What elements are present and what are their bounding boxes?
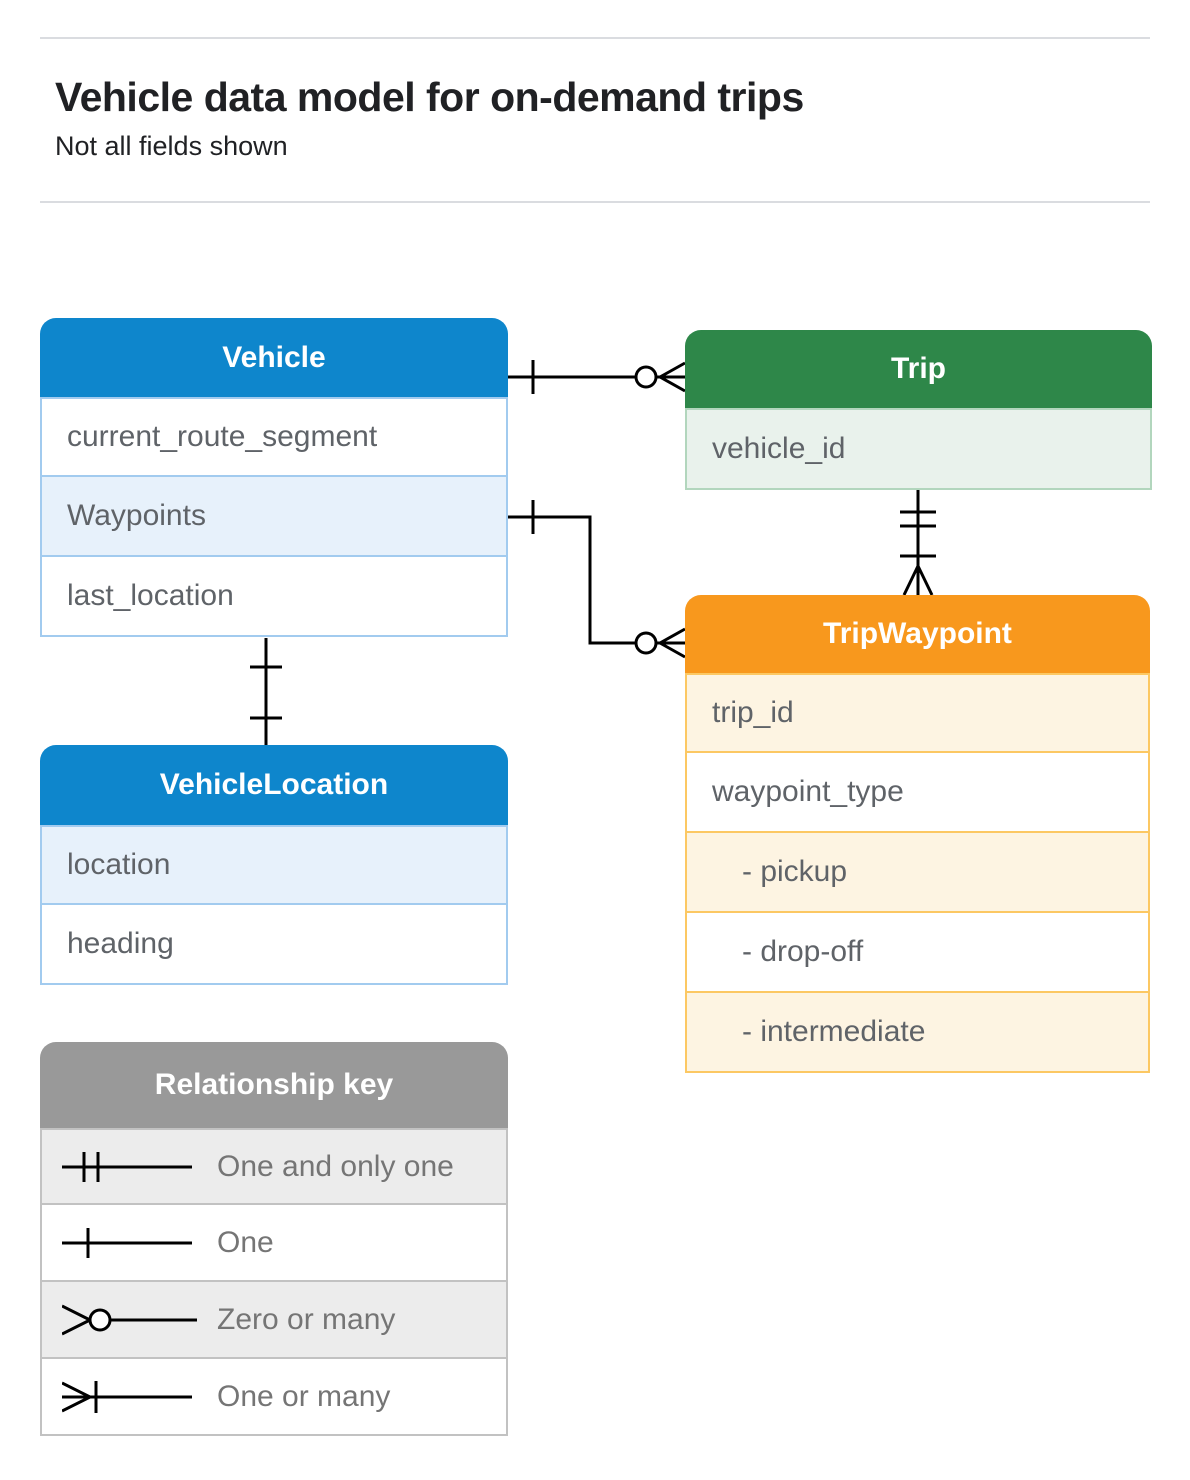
field-heading: heading (40, 905, 508, 985)
one-icon (62, 1227, 192, 1258)
field-location: location (40, 825, 508, 905)
zero-circle-icon (634, 365, 658, 389)
page-title: Vehicle data model for on-demand trips (55, 74, 804, 120)
entity-vehiclelocation: VehicleLocation location heading (40, 745, 508, 985)
relationship-key: Relationship key One and only one One Ze (40, 1042, 508, 1436)
entity-vehicle: Vehicle current_route_segment Waypoints … (40, 318, 508, 637)
zero-circle-icon (634, 631, 658, 655)
entity-trip: Trip vehicle_id (685, 330, 1152, 490)
legend-row-one-and-only-one: One and only one (40, 1128, 508, 1205)
entity-vehicle-title: Vehicle (40, 318, 508, 397)
crows-foot-icon (659, 627, 686, 659)
connector-trip-tripwaypoint (900, 490, 936, 596)
field-last-location: last_location (40, 557, 508, 637)
field-intermediate: - intermediate (685, 993, 1150, 1073)
entity-tripwaypoint: TripWaypoint trip_id waypoint_type - pic… (685, 595, 1150, 1073)
zero-or-many-icon (62, 1304, 197, 1335)
field-trip-id: trip_id (685, 673, 1150, 753)
entity-tripwaypoint-title: TripWaypoint (685, 595, 1150, 673)
field-waypoints: Waypoints (40, 477, 508, 557)
legend-label: One or many (217, 1379, 391, 1413)
legend-label: One and only one (217, 1149, 454, 1183)
legend-label: One (217, 1225, 274, 1259)
legend-row-one: One (40, 1205, 508, 1282)
connector-waypoints-tripwaypoint (508, 500, 686, 659)
field-vehicle-id: vehicle_id (685, 408, 1152, 490)
one-or-many-icon (62, 1380, 192, 1413)
entity-trip-title: Trip (685, 330, 1152, 408)
connector-vehicle-vehiclelocation (250, 638, 282, 745)
header-divider (40, 201, 1150, 203)
relationship-key-title: Relationship key (40, 1042, 508, 1128)
field-current-route-segment: current_route_segment (40, 397, 508, 477)
one-and-only-one-icon (62, 1151, 192, 1182)
field-drop-off: - drop-off (685, 913, 1150, 993)
field-waypoint-type: waypoint_type (685, 753, 1150, 833)
legend-row-zero-or-many: Zero or many (40, 1282, 508, 1359)
top-divider (40, 37, 1150, 39)
legend-label: Zero or many (217, 1302, 396, 1336)
crows-foot-icon (902, 565, 934, 596)
entity-vehiclelocation-title: VehicleLocation (40, 745, 508, 825)
crows-foot-icon (659, 361, 686, 393)
one-and-only-one-ticks-icon (900, 510, 936, 528)
field-pickup: - pickup (685, 833, 1150, 913)
page-subtitle: Not all fields shown (55, 131, 288, 161)
legend-row-one-or-many: One or many (40, 1359, 508, 1436)
connector-vehicle-trip (508, 360, 686, 394)
